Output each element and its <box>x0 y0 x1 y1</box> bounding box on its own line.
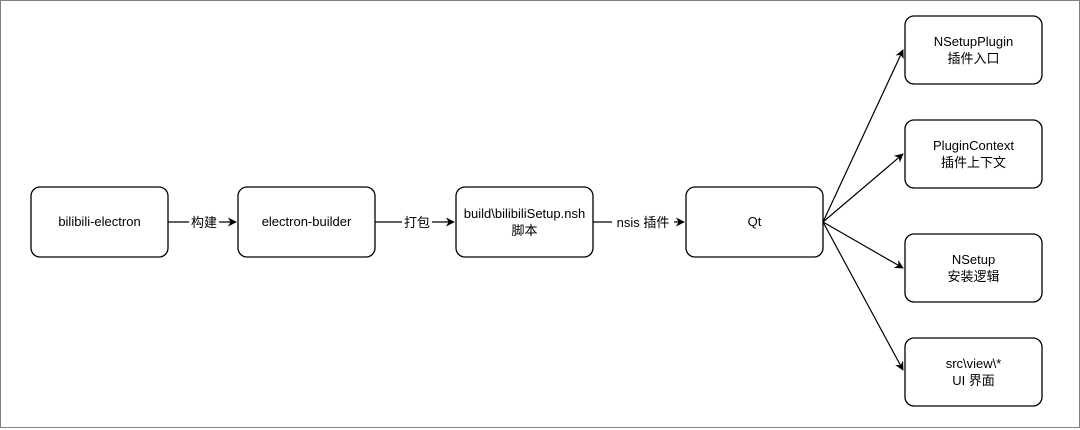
svg-text:Qt: Qt <box>748 214 762 229</box>
svg-text:插件上下文: 插件上下文 <box>941 155 1006 170</box>
node-build-script: build\bilibiliSetup.nsh 脚本 <box>455 186 594 258</box>
svg-text:bilibili-electron: bilibili-electron <box>58 214 140 229</box>
svg-text:安装逻辑: 安装逻辑 <box>947 269 999 284</box>
edge-label-pack: 打包 <box>402 212 432 232</box>
svg-text:build\bilibiliSetup.nsh: build\bilibiliSetup.nsh <box>464 206 585 221</box>
svg-text:PluginContext: PluginContext <box>933 138 1014 153</box>
edge-qt-to-plugin <box>822 49 904 223</box>
edge-label-nsis: nsis 插件 <box>612 212 674 232</box>
edge-qt-to-context <box>822 153 904 223</box>
node-qt: Qt <box>685 186 824 258</box>
svg-text:UI 界面: UI 界面 <box>952 373 995 388</box>
node-plugin-context: PluginContext 插件上下文 <box>904 119 1043 189</box>
svg-text:打包: 打包 <box>404 215 430 230</box>
node-electron-builder: electron-builder <box>237 186 376 258</box>
svg-text:NSetup: NSetup <box>952 252 995 267</box>
svg-text:src\view\*: src\view\* <box>946 356 1002 371</box>
node-src-view: src\view\* UI 界面 <box>904 337 1043 407</box>
edge-label-build: 构建 <box>189 212 219 232</box>
node-nsetup-plugin: NSetupPlugin 插件入口 <box>904 15 1043 85</box>
svg-text:electron-builder: electron-builder <box>262 214 352 229</box>
svg-text:NSetupPlugin: NSetupPlugin <box>934 34 1014 49</box>
edge-qt-to-nsetup <box>822 221 904 269</box>
svg-text:nsis 插件: nsis 插件 <box>617 215 670 230</box>
svg-text:插件入口: 插件入口 <box>947 51 999 66</box>
svg-text:构建: 构建 <box>191 215 217 230</box>
edge-qt-to-view <box>822 221 904 371</box>
node-nsetup: NSetup 安装逻辑 <box>904 233 1043 303</box>
node-bilibili-electron: bilibili-electron <box>30 186 169 258</box>
svg-text:脚本: 脚本 <box>511 223 537 238</box>
